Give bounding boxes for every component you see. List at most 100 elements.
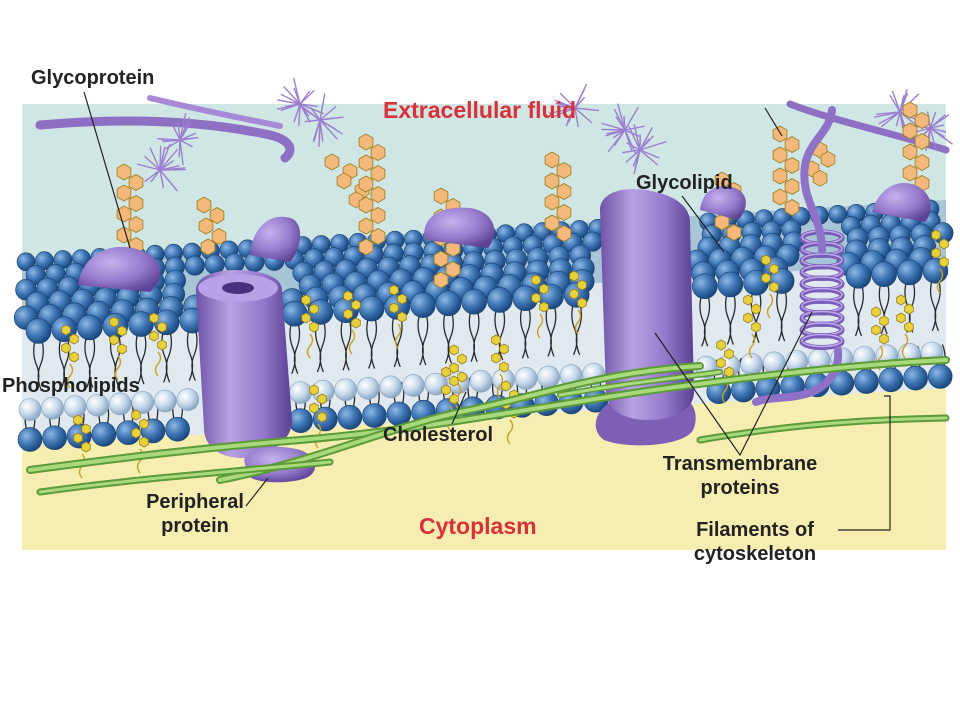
carbohydrate-unit xyxy=(359,239,373,255)
cholesterol-molecule xyxy=(932,230,941,240)
phospholipid-head xyxy=(462,289,487,314)
fibril-strand xyxy=(601,129,625,130)
cholesterol-molecule xyxy=(310,403,319,413)
carbohydrate-unit xyxy=(903,144,917,160)
carbohydrate-unit xyxy=(359,197,373,213)
cholesterol-molecule xyxy=(450,376,459,386)
cholesterol-molecule xyxy=(450,345,459,355)
carbohydrate-unit xyxy=(210,208,224,224)
cholesterol-molecule xyxy=(352,300,361,310)
peripheral-protein-label: Peripheral protein xyxy=(120,490,270,538)
carbohydrate-unit xyxy=(371,166,385,182)
carbohydrate-unit xyxy=(197,197,211,213)
carbohydrate-unit xyxy=(371,229,385,245)
carbohydrate-unit xyxy=(903,165,917,181)
carbohydrate-unit xyxy=(129,175,143,191)
phospholipid-head xyxy=(18,427,42,451)
cholesterol-molecule xyxy=(905,322,914,332)
carbohydrate-unit xyxy=(446,262,460,278)
cholesterol-molecule xyxy=(458,354,467,364)
cholesterol-molecule xyxy=(390,285,399,295)
cholesterol-molecule xyxy=(500,362,509,372)
phospholipid-head xyxy=(928,364,952,388)
phospholipid-head xyxy=(854,370,878,394)
carbohydrate-unit xyxy=(773,189,787,205)
transmembrane-line-1: Transmembrane xyxy=(630,452,850,476)
cholesterol-molecule xyxy=(502,381,511,391)
phospholipid-head xyxy=(338,405,362,429)
phospholipid-head xyxy=(225,254,244,273)
cholesterol-molecule xyxy=(578,298,587,308)
cholesterol-molecule xyxy=(70,352,79,362)
cholesterol-molecule xyxy=(310,385,319,395)
carbohydrate-unit xyxy=(129,217,143,233)
cholesterol-molecule xyxy=(318,412,327,422)
fibril-strand xyxy=(179,140,180,157)
transmembrane-line-2: proteins xyxy=(630,476,850,500)
cholesterol-molecule xyxy=(940,257,949,267)
carbohydrate-unit xyxy=(915,134,929,150)
phospholipid-head xyxy=(289,409,313,433)
cholesterol-molecule xyxy=(398,312,407,322)
cholesterol-molecule xyxy=(110,335,119,345)
carbohydrate-unit xyxy=(557,226,571,242)
transmembrane-proteins-label: Transmembrane proteins xyxy=(630,452,850,500)
cholesterol-molecule xyxy=(450,363,459,373)
carbohydrate-unit xyxy=(371,145,385,161)
cholesterol-molecule xyxy=(450,394,459,404)
cholesterol-molecule xyxy=(318,394,327,404)
cholesterol-molecule xyxy=(70,334,79,344)
cholesterol-molecule xyxy=(150,331,159,341)
phospholipid-head xyxy=(718,272,743,297)
cholesterol-molecule xyxy=(540,284,549,294)
cholesterol-molecule xyxy=(762,255,771,265)
cholesterol-molecule xyxy=(532,275,541,285)
cholesterol-molecule xyxy=(74,433,83,443)
cholesterol-molecule xyxy=(118,344,127,354)
cholesterol-molecule xyxy=(540,302,549,312)
phospholipid-head xyxy=(436,291,461,316)
carbohydrate-unit xyxy=(434,188,448,204)
cholesterol-molecule xyxy=(897,313,906,323)
cholesterol-molecule xyxy=(752,322,761,332)
cholesterol-molecule xyxy=(578,280,587,290)
cholesterol-molecule xyxy=(344,309,353,319)
carbohydrate-unit xyxy=(117,206,131,222)
cholesterol-molecule xyxy=(390,303,399,313)
cholesterol-molecule xyxy=(762,273,771,283)
filaments-line-2: cytoskeleton xyxy=(650,542,860,566)
cholesterol-molecule xyxy=(752,304,761,314)
cholesterol-molecule xyxy=(302,295,311,305)
carbohydrate-unit xyxy=(785,158,799,174)
phospholipid-head xyxy=(154,310,179,335)
carbohydrate-unit xyxy=(727,225,741,241)
phospholipid-head xyxy=(904,366,928,390)
carbohydrate-unit xyxy=(371,187,385,203)
carbohydrate-unit xyxy=(545,194,559,210)
carbohydrate-unit xyxy=(903,123,917,139)
cholesterol-molecule xyxy=(570,289,579,299)
carbohydrate-unit xyxy=(557,184,571,200)
cholesterol-molecule xyxy=(932,248,941,258)
glycoprotein-label: Glycoprotein xyxy=(31,66,154,90)
carbohydrate-unit xyxy=(434,251,448,267)
carbohydrate-unit xyxy=(545,152,559,168)
phospholipid-head xyxy=(538,366,560,388)
cholesterol-molecule xyxy=(725,367,734,377)
carbohydrate-unit xyxy=(903,102,917,118)
cholesterol-molecule xyxy=(110,317,119,327)
carbohydrate-unit xyxy=(545,215,559,231)
cholesterol-molecule xyxy=(458,372,467,382)
phospholipid-head xyxy=(402,374,424,396)
phospholipid-head xyxy=(692,274,717,299)
phospholipid-head xyxy=(470,370,492,392)
phospholipid-head xyxy=(359,296,384,321)
phospholipid-head xyxy=(185,256,204,275)
cholesterol-molecule xyxy=(770,264,779,274)
cholesterol-molecule xyxy=(62,343,71,353)
cholesterol-molecule xyxy=(880,334,889,344)
carbohydrate-unit xyxy=(371,208,385,224)
cholesterol-molecule xyxy=(82,424,91,434)
channel-protein xyxy=(196,270,292,458)
